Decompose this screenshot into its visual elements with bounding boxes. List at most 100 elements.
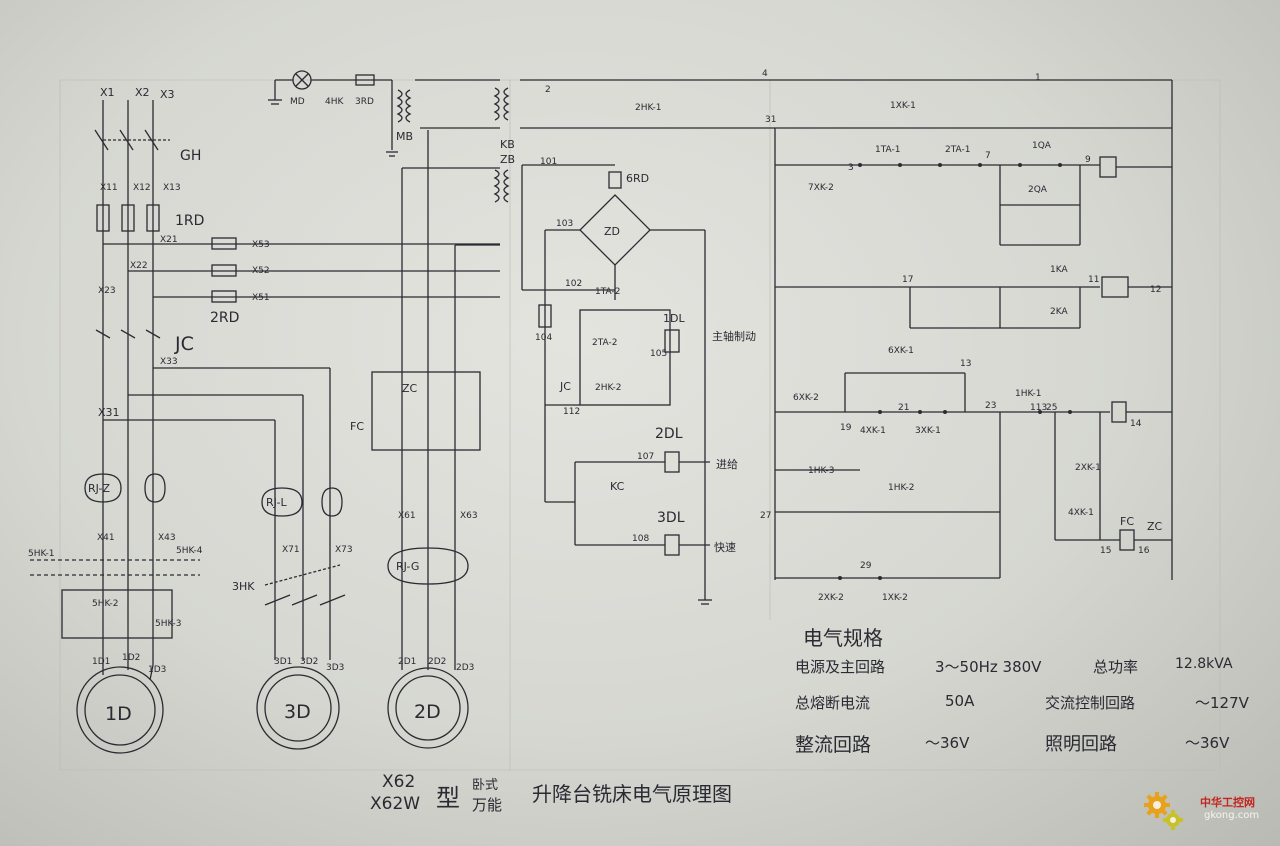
spec-value-supply: 3～50Hz 380V [935,658,1042,676]
motor-3d [256,666,340,750]
motor-1d-label: 1D [105,703,132,725]
spec-value-lighting: ～36V [1185,734,1230,752]
label-1hk-1: 1HK-1 [1015,389,1041,399]
node-7: 7 [985,151,991,161]
label-x11: X11 [100,183,118,193]
label-1dl: 1DL [663,312,685,325]
spec-value-ac-control: ～127V [1195,694,1249,712]
label-x53: X53 [252,240,270,250]
node-2: 2 [545,85,551,95]
label-x52: X52 [252,266,270,276]
node-112: 112 [563,407,580,417]
watermark: 中华工控网 gkong.com [1142,790,1272,834]
node-23: 23 [985,401,996,411]
label-rj-g: RJ-G [396,560,419,573]
label-2ta-2: 2TA-2 [592,338,617,348]
node-105: 105 [650,349,667,359]
spec-label-rectifier: 整流回路 [795,734,872,756]
lamp-transformer-circuit [268,70,510,246]
node-17: 17 [902,275,913,285]
label-kc-feed: KC [610,480,625,493]
motor-2d-feed [371,130,481,670]
label-zc-main: ZC [402,382,418,395]
label-zb: ZB [500,153,515,166]
title-model-a: X62 [382,772,416,792]
spec-label-power: 总功率 [1093,658,1139,676]
label-1qa: 1QA [1032,141,1052,151]
label-1ta-1: 1TA-1 [875,145,900,155]
terminal-3d2: 3D2 [300,657,318,667]
node-1: 1 [1035,73,1041,83]
label-x1: X1 [100,86,115,99]
label-2hk-2: 2HK-2 [595,383,621,393]
spec-label-fuse: 总熔断电流 [795,694,871,712]
node-25: 25 [1046,403,1057,413]
label-3xk-1: 3XK-1 [915,426,941,436]
label-2rd: 2RD [210,310,239,326]
node-103: 103 [556,219,573,229]
label-4hk: 4HK [325,97,344,107]
label-x33: X33 [160,357,178,367]
label-x61: X61 [398,511,416,521]
spec-value-rectifier: ～36V [925,734,970,752]
spec-value-fuse: 50A [945,692,975,710]
spec-label-ac-control: 交流控制回路 [1045,694,1136,712]
terminal-1d3: 1D3 [148,665,166,675]
title-variant-a: 卧式 [472,778,499,793]
node-29: 29 [860,561,872,571]
node-12: 12 [1150,285,1161,295]
label-x41: X41 [97,533,115,543]
label-x31: X31 [98,406,120,419]
label-x13: X13 [163,183,181,193]
node-11: 11 [1088,275,1099,285]
label-rj-z: RJ-Z [88,482,110,495]
label-x22: X22 [130,261,148,271]
label-fc-ctrl: FC [1120,515,1134,528]
label-2ka: 2KA [1050,307,1068,317]
label-x23: X23 [98,286,116,296]
label-1xk-1: 1XK-1 [890,101,916,111]
node-102: 102 [565,279,582,289]
node-14: 14 [1130,419,1142,429]
spec-label-supply: 电源及主回路 [795,658,886,676]
node-4: 4 [762,69,768,79]
label-1hk-3: 1HK-3 [808,466,834,476]
electrical-spec-block: 电气规格 电源及主回路 3～50Hz 380V 总功率 12.8kVA 总熔断电… [795,620,1265,770]
label-3rd: 3RD [355,97,374,107]
label-x21: X21 [160,235,178,245]
label-x2: X2 [135,86,150,99]
label-6rd: 6RD [626,172,649,185]
label-x73: X73 [335,545,353,555]
contact-marks [838,163,1072,580]
label-x63: X63 [460,511,478,521]
watermark-site-url: gkong.com [1204,810,1260,821]
label-mb: MB [396,130,413,143]
spec-value-power: 12.8kVA [1175,656,1233,672]
label-2hk-1: 2HK-1 [635,103,661,113]
terminal-3d1: 3D1 [274,657,292,667]
node-3: 3 [848,163,854,173]
label-3dl: 3DL [657,510,685,526]
label-2dl: 2DL [655,426,683,442]
motor-2d-label: 2D [414,701,441,723]
label-1hk-2: 1HK-2 [888,483,914,493]
label-zd: ZD [604,225,620,238]
rectifier-brake-circuit [521,164,712,605]
motor-3d-label: 3D [284,701,311,723]
label-x12: X12 [133,183,151,193]
label-2xk-2: 2XK-2 [818,593,844,603]
label-feed: 进给 [716,458,738,471]
label-4xk-1b: 4XK-1 [1068,508,1094,518]
node-9: 9 [1085,155,1091,165]
label-5hk-1: 5HK-1 [28,549,54,559]
label-2qa: 2QA [1028,185,1048,195]
label-2xk-1: 2XK-1 [1075,463,1101,473]
motor-1d [76,664,164,754]
node-31: 31 [765,115,776,125]
label-gh: GH [180,148,201,164]
node-107: 107 [637,452,654,462]
title-model-b: X62W [370,794,421,814]
label-5hk-4: 5HK-4 [176,546,203,556]
gear-icon [1144,792,1183,830]
